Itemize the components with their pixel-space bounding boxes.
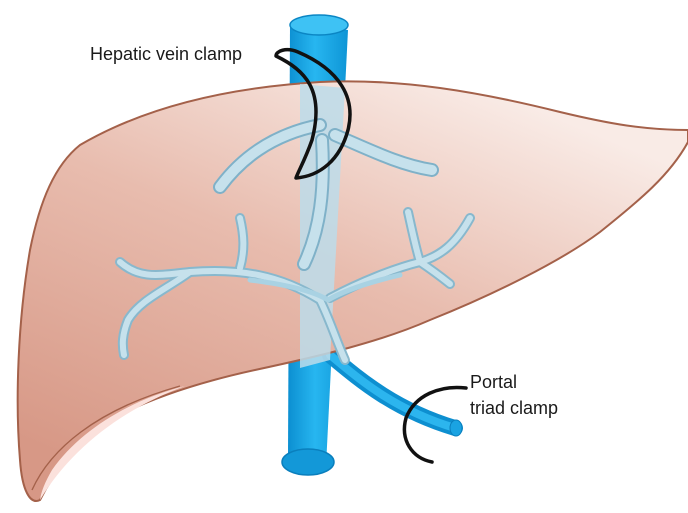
portal-triad-clamp-label-line1: Portal [470, 370, 517, 394]
portal-triad-clamp-label-line2: triad clamp [470, 396, 558, 420]
portal-vein [330, 355, 462, 436]
hepatic-vein-clamp-label: Hepatic vein clamp [90, 42, 242, 66]
